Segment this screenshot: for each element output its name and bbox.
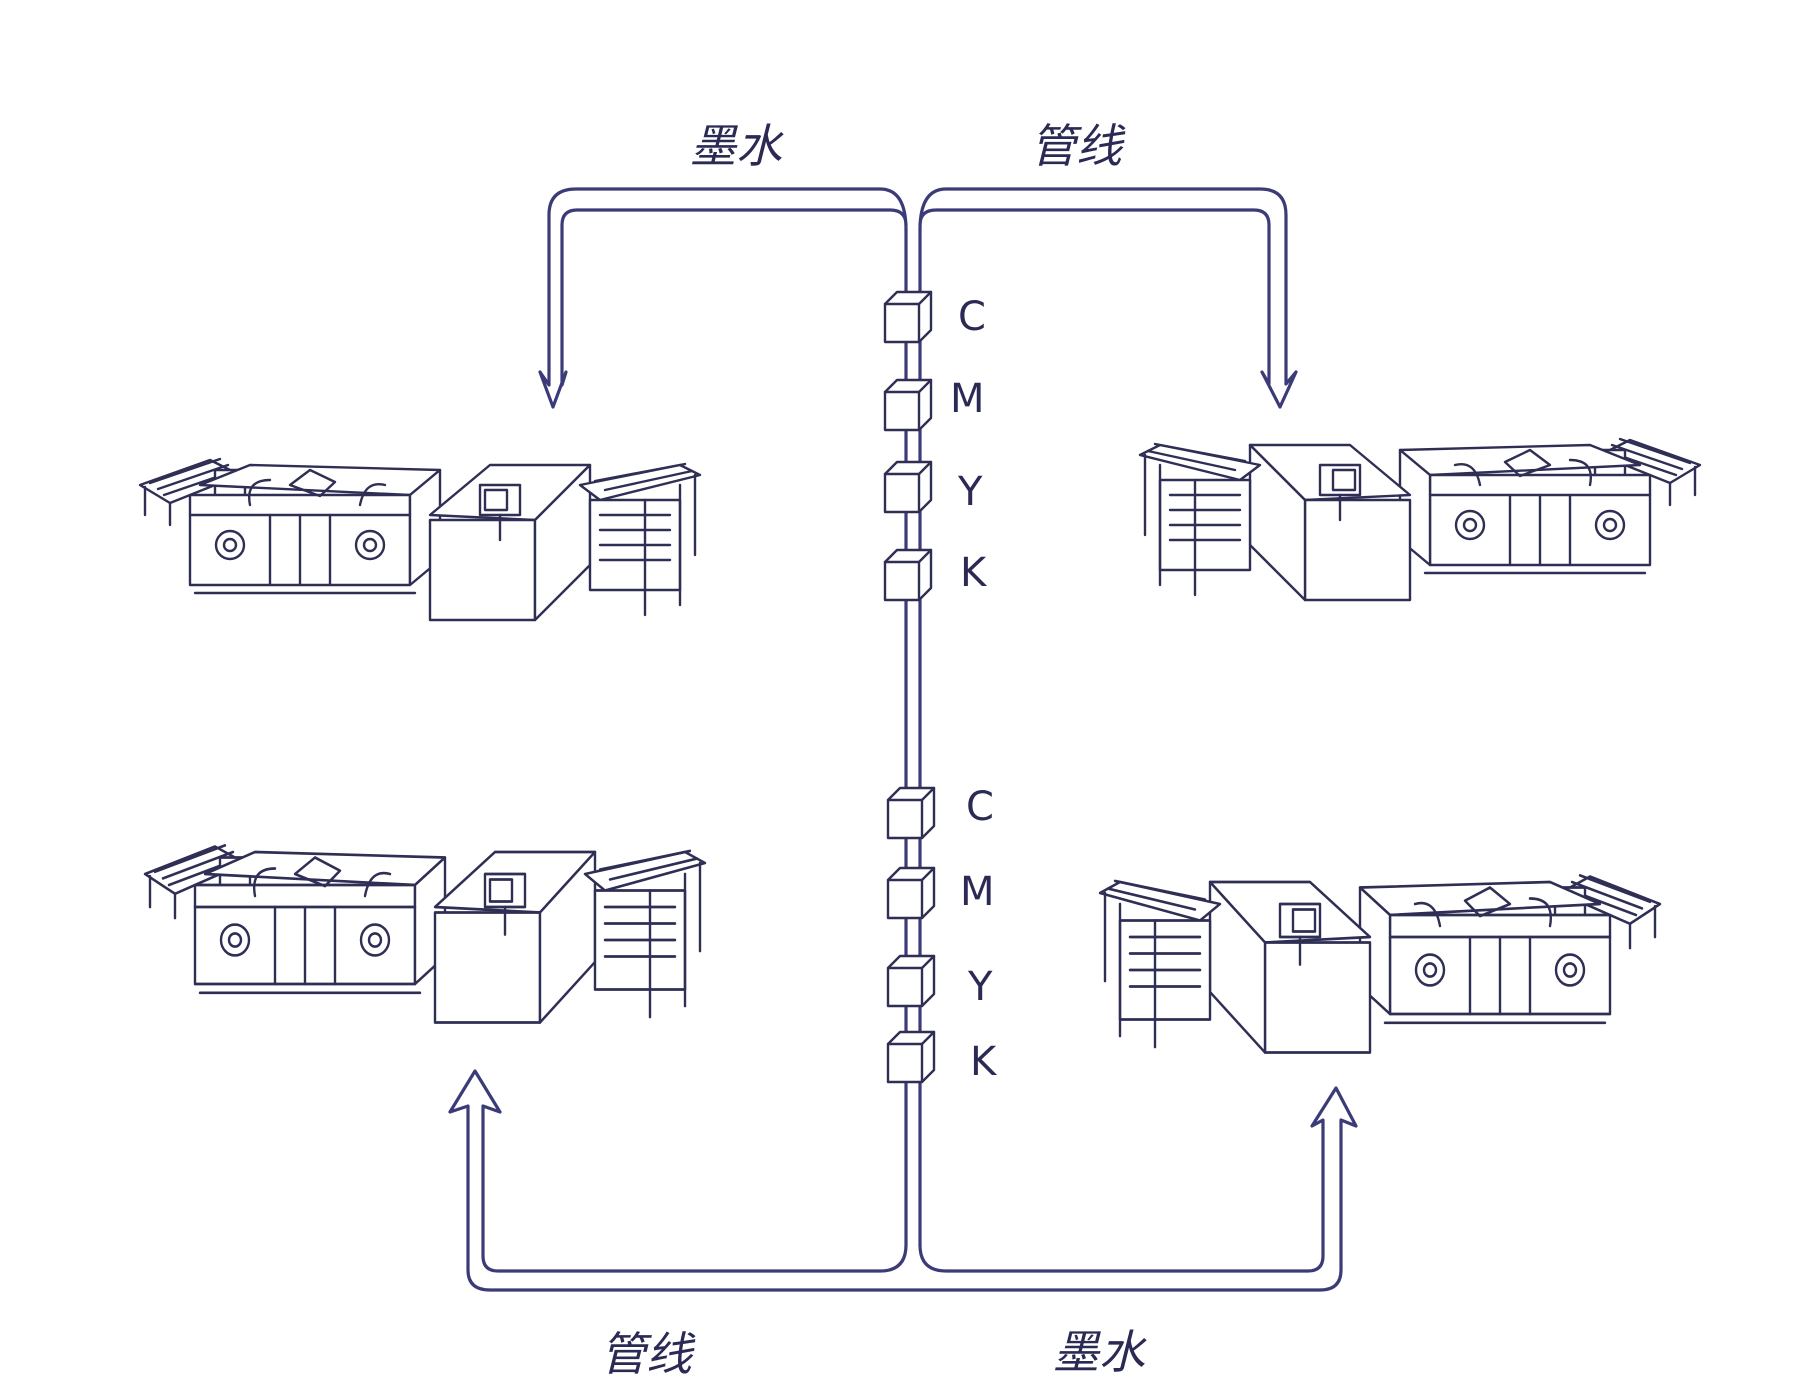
ink-label-c: C <box>958 294 986 340</box>
ink-cube-m <box>886 866 936 920</box>
ink-cube-k <box>883 548 933 602</box>
pipeline-bottom <box>448 1069 1358 1292</box>
ink-label-k: K <box>960 550 988 596</box>
printing-press-bottom-right <box>1098 874 1662 1054</box>
ink-cube-y <box>883 460 933 514</box>
pipeline-top <box>538 187 1298 1247</box>
ink-label-m: M <box>950 376 985 422</box>
printing-press-bottom-left <box>143 844 707 1024</box>
ink-cube-c <box>886 786 936 840</box>
upper-ink-units: C M Y K <box>883 290 988 602</box>
ink-cube-y <box>886 954 936 1008</box>
label-pipeline-bottom: 管线 <box>600 1327 696 1381</box>
ink-label-k: K <box>970 1039 998 1085</box>
ink-cube-k <box>886 1030 936 1084</box>
printing-press-top-left <box>138 457 702 622</box>
printing-press-top-right <box>1138 437 1702 602</box>
ink-cube-c <box>883 290 933 344</box>
ink-cube-m <box>883 378 933 432</box>
ink-label-y: Y <box>967 964 993 1010</box>
label-ink-bottom: 墨水 <box>1053 1325 1147 1379</box>
lower-ink-units: C M Y K <box>886 784 998 1085</box>
label-pipeline-top: 管线 <box>1030 119 1126 173</box>
ink-label-m: M <box>960 869 995 915</box>
label-ink-top: 墨水 <box>690 119 784 173</box>
ink-label-c: C <box>966 784 994 830</box>
ink-label-y: Y <box>957 469 983 515</box>
